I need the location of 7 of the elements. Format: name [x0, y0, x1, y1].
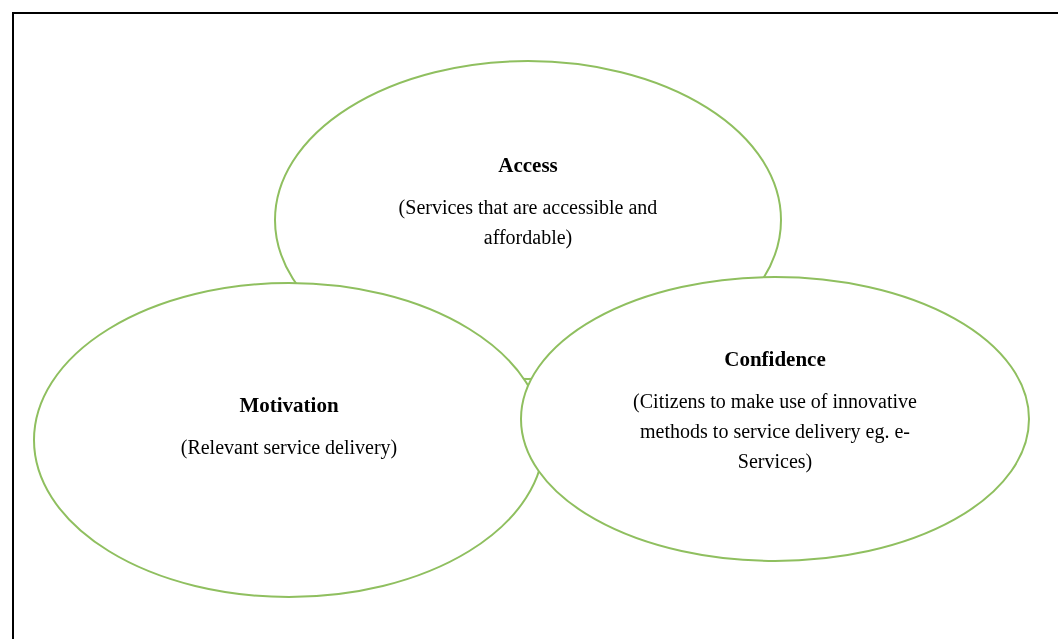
description: (Services that are accessible and affordable)	[397, 195, 659, 251]
heading: Motivation	[239, 392, 339, 418]
heading: Access	[498, 152, 558, 178]
ellipse	[520, 276, 1030, 562]
heading: Confidence	[724, 346, 826, 372]
description: (Relevant service delivery)	[180, 435, 398, 461]
description: (Citizens to make use of innovative methods to service delivery eg. e-Services)	[632, 389, 918, 475]
